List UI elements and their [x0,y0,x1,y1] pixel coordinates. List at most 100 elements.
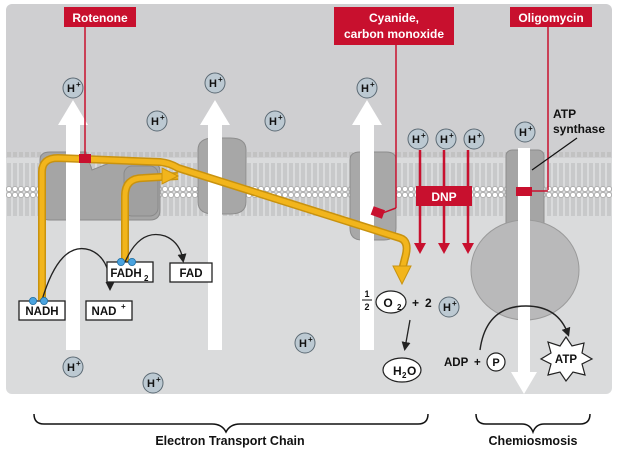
proton-charge: + [477,131,482,140]
water-label-o: O [407,364,416,378]
electron-arrowhead-oxygen [392,265,412,286]
section-brackets: Electron Transport Chain Chemiosmosis [33,413,591,448]
proton-badge: H+ [514,121,536,143]
electron-dot [28,296,37,305]
proton-charge: + [370,80,375,89]
proton-label: H [443,302,451,314]
proton-label: H [468,134,476,146]
electron-dot [40,296,49,305]
cyanide-label-box [334,7,454,45]
nad-plus-box [85,300,133,321]
electron-flow [38,154,412,300]
proton-circle [435,128,457,150]
proton-charge: + [160,113,165,122]
chemiosmosis-bracket [475,413,591,435]
proton-circle [142,372,164,394]
proton-charge: + [278,113,283,122]
oxygen-molecule [375,290,407,314]
proton-label: H [269,116,277,128]
proton-label: H [440,134,448,146]
proton-charge: + [308,335,313,344]
oligomycin-label: Oligomycin [518,11,583,25]
atp-synthesis-arrow [479,305,571,351]
phosphate-label: P [492,357,499,369]
proton-circle [514,121,536,143]
half-numerator: 1 [364,289,369,299]
proton-arrow-1 [58,100,88,350]
fadh2-label: FADH [110,268,141,280]
rotenone-label: Rotenone [72,11,128,25]
dnp-label: DNP [431,190,456,204]
rotenone-block [79,154,91,163]
oxygen-subscript: 2 [397,303,402,312]
proton-charge: + [452,299,457,308]
half-denominator: 2 [364,302,369,312]
proton-badge: H+ [438,296,460,318]
proton-charge: + [528,124,533,133]
atp-synthase-proton-arrow [511,148,537,394]
proton-badge: H+ [463,128,485,150]
electron-dot [127,257,136,266]
oxygen-plus: + [412,296,419,310]
nad-plus-label: NAD [92,306,117,318]
proton-badge: H+ [142,372,164,394]
electron-dot [117,257,126,266]
atp-synthase-label-line2: synthase [553,122,605,136]
electron-arrowhead-fadh2 [161,167,180,185]
atp-synthase-label-line1: ATP [553,107,576,121]
atp-label: ATP [555,354,577,366]
dnp-arrowhead-3 [462,243,474,254]
oligomycin-block [516,187,532,196]
proton-charge: + [76,80,81,89]
oxygen-reduction: 1 2 O 2 + 2 H 2 O [362,289,432,383]
electron-path-fadh2-fill [122,173,179,262]
proton-circle [62,356,84,378]
rotenone-label-box [64,7,136,27]
atp-burst [539,335,594,383]
proton-charge: + [421,131,426,140]
proton-label: H [412,134,420,146]
oligomycin-label-box [510,7,592,27]
dnp-arrowhead-2 [438,243,450,254]
proton-charge: + [449,131,454,140]
etc-section-label: Electron Transport Chain [155,434,304,448]
water-label-h: H [393,364,402,378]
electron-path-nadh-fill [39,155,410,300]
water-formation-arrow [401,319,411,351]
proton-badge: H+ [204,72,226,94]
dnp-arrowhead-1 [414,243,426,254]
dnp-label-box [416,186,472,206]
cyanide-label-line1: Cyanide, [369,11,419,25]
phosphate-circle [486,352,506,372]
proton-charge: + [76,359,81,368]
proton-circle [356,77,378,99]
proton-arrow-2 [200,100,230,350]
cyanide-block [370,206,386,219]
oxygen-label: O [383,296,392,310]
proton-circle [294,332,316,354]
fad-label: FAD [180,268,203,280]
atp-synthase-leader [531,137,578,171]
chemiosmosis-section-label: Chemiosmosis [489,434,578,448]
proton-label: H [519,127,527,139]
fadh2-oxidation-arrow [124,233,187,263]
atp-synthesis: ADP + P ATP [444,305,594,383]
proton-label: H [67,362,75,374]
proton-badge: H+ [407,128,429,150]
proton-badge: H+ [294,332,316,354]
proton-badge: H+ [146,110,168,132]
proton-label: H [209,78,217,90]
adp-label: ADP [444,357,469,369]
proton-label: H [151,116,159,128]
proton-circle [146,110,168,132]
cyanide-label-line2: carbon monoxide [344,27,444,41]
proton-badge: H+ [435,128,457,150]
proton-label: H [299,338,307,350]
proton-label: H [67,83,75,95]
adp-plus: + [474,357,481,369]
fad-box [169,262,213,283]
proton-badge: H+ [264,110,286,132]
proton-circle [264,110,286,132]
proton-charge: + [156,375,161,384]
